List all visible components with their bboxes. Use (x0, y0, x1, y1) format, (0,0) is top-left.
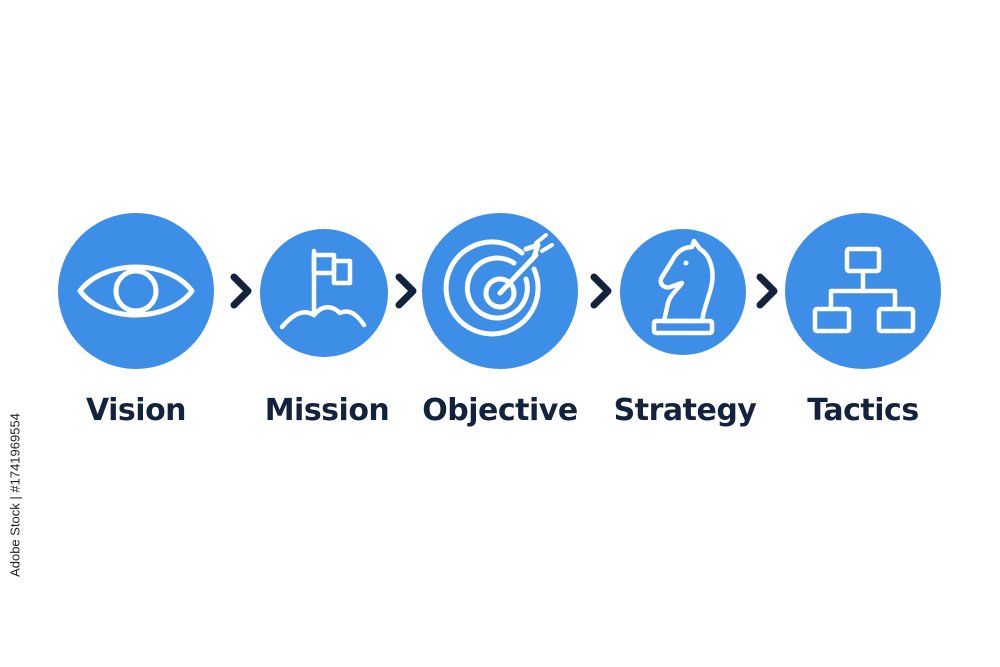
step-label-mission: Mission (264, 393, 390, 428)
stock-id-text: Adobe Stock | #1741969554 (7, 413, 23, 577)
step-label-objective: Objective (422, 393, 578, 428)
mission-circle (260, 229, 388, 357)
vision-circle (58, 213, 214, 369)
hierarchy-chart-icon (812, 246, 916, 334)
chevron-right-icon (230, 273, 252, 309)
chess-knight-icon (651, 238, 715, 336)
eye-icon (77, 264, 195, 318)
step-label-vision: Vision (85, 393, 187, 428)
step-label-tactics: Tactics (807, 393, 919, 428)
objective-circle (422, 213, 578, 369)
tactics-circle (785, 213, 941, 369)
flag-on-hill-icon (279, 248, 367, 330)
chevron-right-icon (395, 273, 417, 309)
strategy-circle (620, 229, 746, 355)
target-with-arrow-icon (443, 233, 554, 337)
stock-watermark-id: Adobe Stock | #1741969554 (4, 413, 26, 577)
chevron-right-icon (590, 273, 612, 309)
chevron-right-icon (756, 273, 778, 309)
step-label-strategy: Strategy (613, 393, 757, 428)
